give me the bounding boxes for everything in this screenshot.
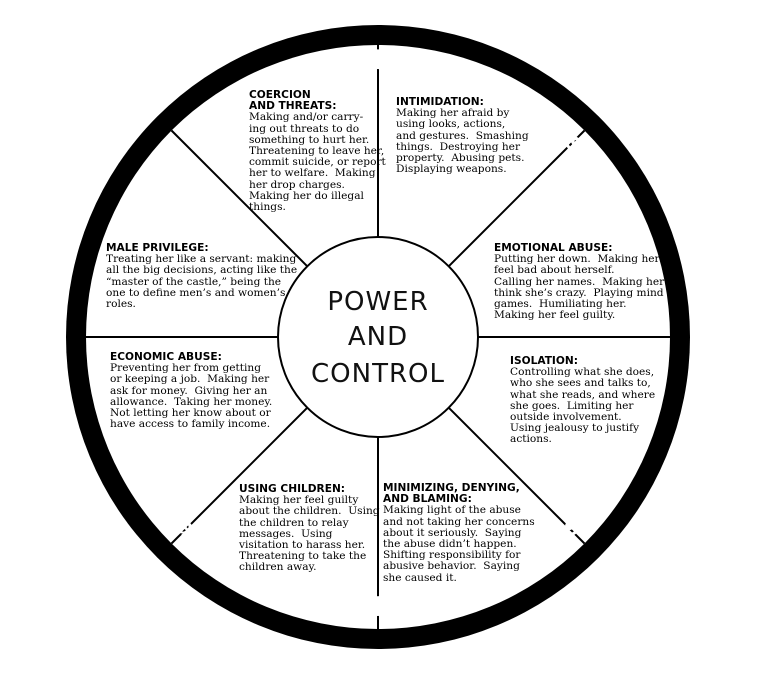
section-title: INTIMIDATION: <box>396 96 484 108</box>
section-body: Putting her down. Making her feel bad ab… <box>494 253 665 322</box>
spokes <box>86 45 670 629</box>
spoke-upper-left <box>170 129 309 268</box>
section-emotional-abuse: EMOTIONAL ABUSE: Putting her down. Makin… <box>494 242 665 322</box>
section-isolation: ISOLATION: Controlling what she does, wh… <box>510 355 660 446</box>
section-body: Making her feel guilty about the childre… <box>239 494 380 574</box>
section-intimidation: INTIMIDATION: Making her afraid by using… <box>396 96 529 176</box>
center-hub <box>277 236 479 438</box>
section-minimizing-denying-blaming: MINIMIZING, DENYING, AND BLAMING: Making… <box>383 482 535 584</box>
spoke-upper-right <box>447 129 586 268</box>
center-line-power: POWER <box>327 287 428 317</box>
section-title: MALE PRIVILEGE: <box>106 242 209 254</box>
section-title: MINIMIZING, DENYING, AND BLAMING: <box>383 482 520 506</box>
section-title: ISOLATION: <box>510 355 578 367</box>
center-line-and: AND <box>348 322 408 352</box>
section-body: Preventing her from getting or keeping a… <box>110 362 273 431</box>
section-title: COERCION AND THREATS: <box>249 89 337 113</box>
section-using-children: USING CHILDREN: Making her feel guilty a… <box>239 483 380 574</box>
section-body: Controlling what she does, who she sees … <box>510 366 656 446</box>
section-title: ECONOMIC ABUSE: <box>110 351 222 363</box>
section-body: Making and/or carry- ing out threats to … <box>249 111 386 214</box>
section-body: Treating her like a servant: making all … <box>106 253 297 311</box>
section-title: USING CHILDREN: <box>239 483 346 495</box>
section-coercion-and-threats: COERCION AND THREATS: Making and/or carr… <box>249 89 386 214</box>
spoke-lower-left <box>170 406 309 545</box>
spoke-lower-right <box>447 406 586 545</box>
section-title: EMOTIONAL ABUSE: <box>494 242 613 254</box>
section-body: Making light of the abuse and not taking… <box>383 504 535 584</box>
center-line-control: CONTROL <box>311 359 445 389</box>
section-male-privilege: MALE PRIVILEGE: Treating her like a serv… <box>106 242 297 311</box>
section-economic-abuse: ECONOMIC ABUSE: Preventing her from gett… <box>110 351 278 431</box>
section-body: Making her afraid by using looks, action… <box>396 107 529 176</box>
